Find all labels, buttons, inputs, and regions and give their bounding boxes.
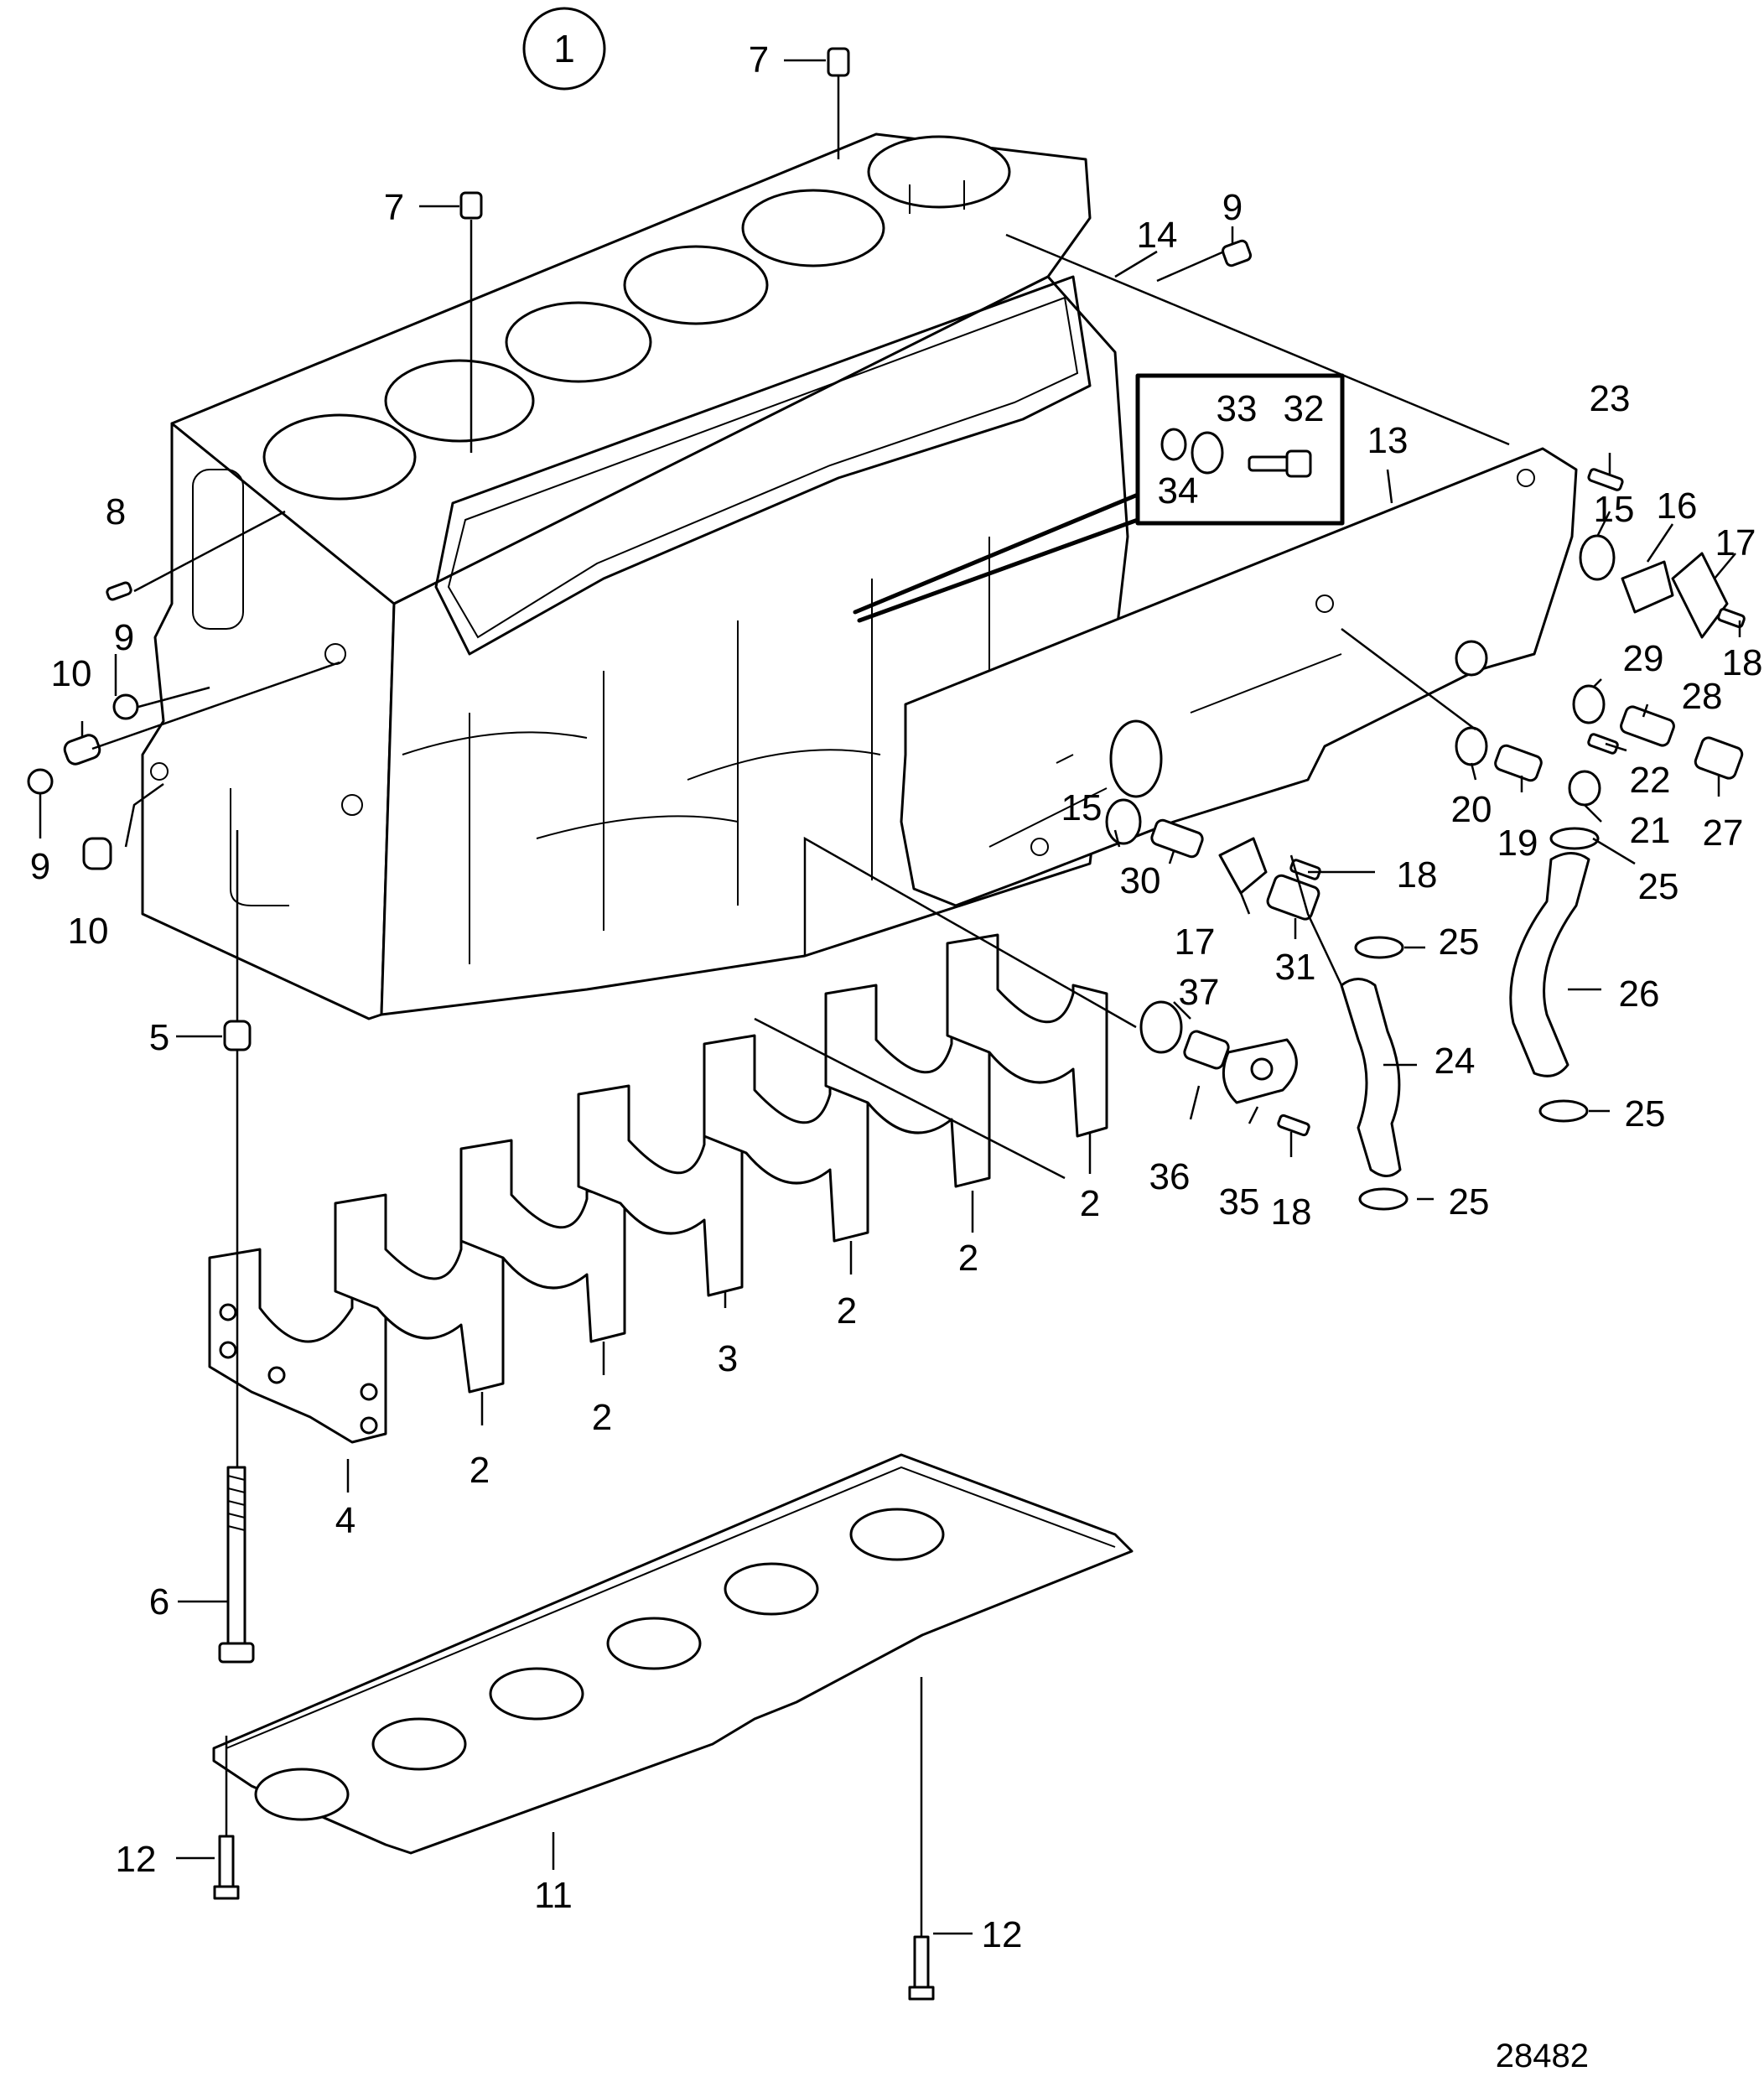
small-parts: [27, 47, 1746, 2001]
callout-25-right-lower: 25: [1625, 1093, 1666, 1134]
callout-15-upper: 15: [1594, 489, 1635, 530]
callout-37: 37: [1179, 972, 1220, 1013]
callout-25-right-upper: 25: [1638, 866, 1679, 907]
callout-22: 22: [1630, 760, 1671, 801]
callout-12-bottom: 12: [982, 1914, 1023, 1955]
callout-5: 5: [149, 1017, 169, 1058]
main-bearing-caps: [208, 933, 1108, 1444]
callout-9-left-upper: 9: [114, 617, 134, 658]
callout-10-upper: 10: [51, 653, 92, 694]
callout-7-mid: 7: [384, 187, 404, 228]
callout-2-b: 2: [958, 1238, 978, 1279]
callout-18-mid: 18: [1397, 854, 1438, 896]
callout-2-c: 2: [837, 1290, 857, 1332]
callout-29: 29: [1623, 638, 1664, 679]
callout-30: 30: [1120, 860, 1161, 901]
callout-20: 20: [1451, 789, 1492, 830]
view-number: 1: [553, 27, 575, 70]
drawing-number: 28482: [1496, 2038, 1589, 2074]
callout-36: 36: [1149, 1156, 1191, 1197]
callout-labels: 7 7 14 9 33 32 34 13 23 15 16 17 18 8 9 …: [30, 39, 1763, 2074]
callout-25-lower: 25: [1449, 1181, 1490, 1223]
callout-9-top: 9: [1222, 187, 1243, 228]
callout-10-lower: 10: [68, 911, 109, 952]
callout-3: 3: [718, 1338, 738, 1379]
callout-21: 21: [1630, 810, 1671, 851]
callout-23: 23: [1590, 378, 1631, 419]
callout-16: 16: [1657, 485, 1698, 527]
callout-19: 19: [1497, 823, 1538, 864]
oil-cooler-cover: [900, 447, 1578, 907]
callout-34: 34: [1158, 470, 1199, 511]
callout-33: 33: [1217, 388, 1258, 429]
callout-4: 4: [335, 1500, 355, 1541]
callout-13: 13: [1367, 420, 1409, 461]
callout-12-left: 12: [116, 1839, 157, 1880]
callout-17-upper: 17: [1715, 522, 1756, 563]
callout-28: 28: [1682, 676, 1723, 717]
callout-26: 26: [1619, 973, 1660, 1015]
cylinder-block: [141, 132, 1129, 1020]
callout-15-lower: 15: [1061, 787, 1102, 828]
callout-35: 35: [1219, 1181, 1260, 1223]
callout-25-mid: 25: [1439, 921, 1480, 963]
ladder-frame: [212, 1453, 1134, 1855]
callout-32: 32: [1284, 388, 1325, 429]
view-number-badge: 1: [522, 7, 606, 91]
callout-2-d: 2: [592, 1397, 612, 1438]
leader-lines: [39, 59, 1741, 1937]
callout-18-upper: 18: [1722, 642, 1763, 683]
callout-14: 14: [1137, 215, 1178, 256]
callout-9-left-lower: 9: [30, 846, 50, 887]
callout-2-a: 2: [1080, 1183, 1100, 1224]
callout-18-lower: 18: [1271, 1191, 1312, 1233]
callout-8: 8: [106, 491, 126, 532]
inset-detail-box: [853, 373, 1345, 623]
callout-27: 27: [1703, 812, 1744, 854]
callout-24: 24: [1435, 1041, 1476, 1082]
callout-11: 11: [534, 1875, 573, 1916]
callout-17-lower: 17: [1175, 921, 1216, 963]
callout-6: 6: [149, 1581, 169, 1622]
callout-2-e: 2: [470, 1450, 490, 1491]
callout-31: 31: [1275, 947, 1316, 988]
callout-7-top: 7: [749, 39, 769, 80]
